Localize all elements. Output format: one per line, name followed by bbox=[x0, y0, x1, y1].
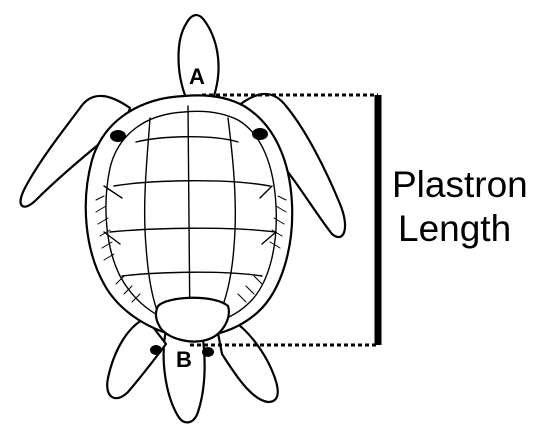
point-b-label: B bbox=[176, 349, 192, 371]
measurement-label-line1: Plastron bbox=[392, 166, 528, 203]
point-a-label: A bbox=[189, 66, 205, 88]
measurement-label-line2: Length bbox=[398, 210, 511, 247]
shell-lower-plate bbox=[156, 298, 229, 342]
